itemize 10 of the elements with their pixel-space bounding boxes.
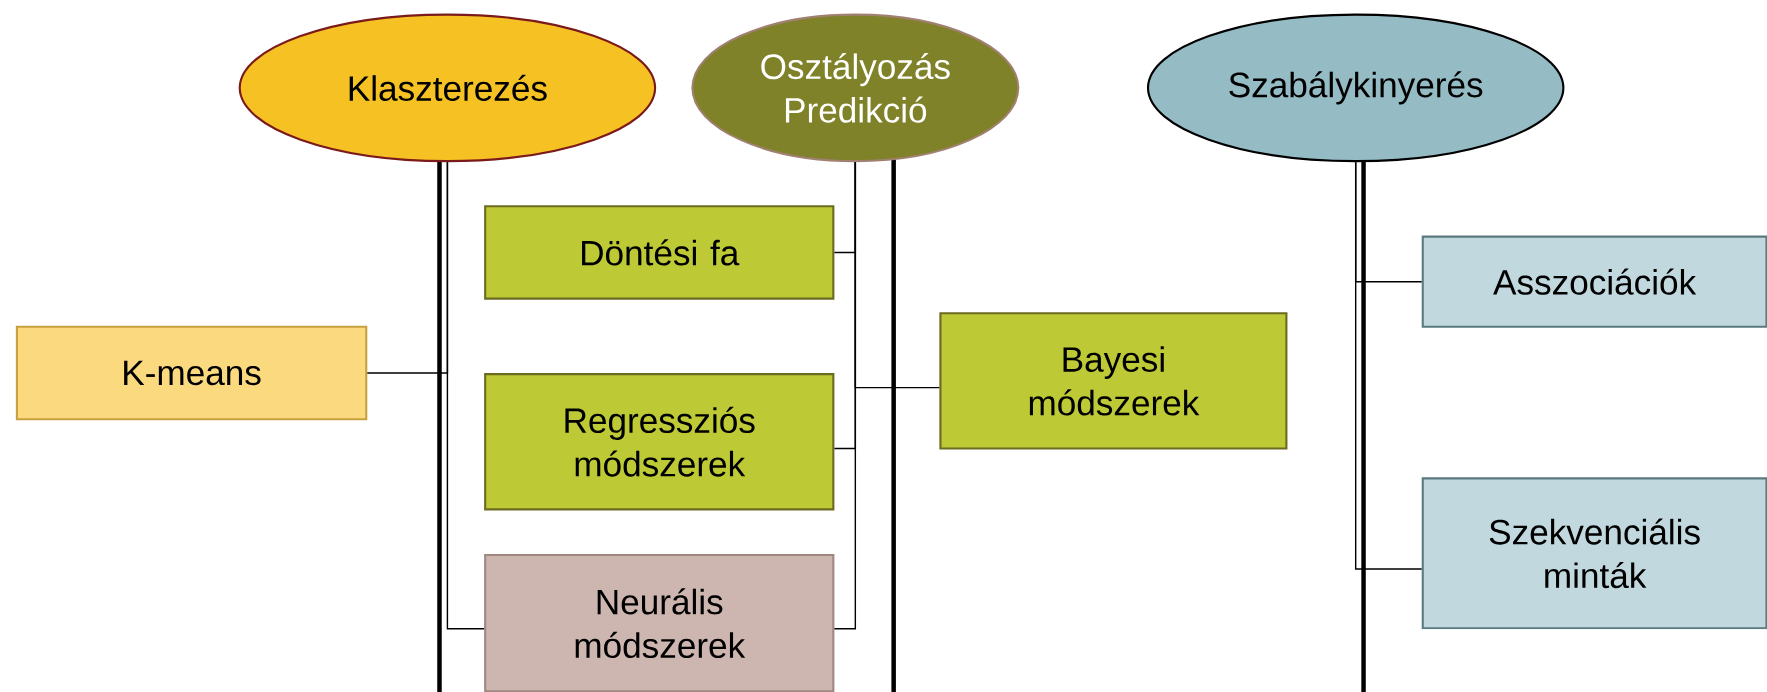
connector-line <box>1355 161 1423 570</box>
method-box: Neurális módszerek <box>484 553 835 692</box>
method-box: Regressziós módszerek <box>484 373 835 511</box>
method-box: Szekvenciális minták <box>1421 477 1767 630</box>
method-box: Döntési fa <box>484 205 835 300</box>
connector-line <box>446 161 485 630</box>
method-box: Bayesi módszerek <box>939 312 1288 450</box>
method-box: Asszociációk <box>1421 235 1767 328</box>
method-box: K-means <box>15 325 368 421</box>
connector-line <box>833 161 857 630</box>
